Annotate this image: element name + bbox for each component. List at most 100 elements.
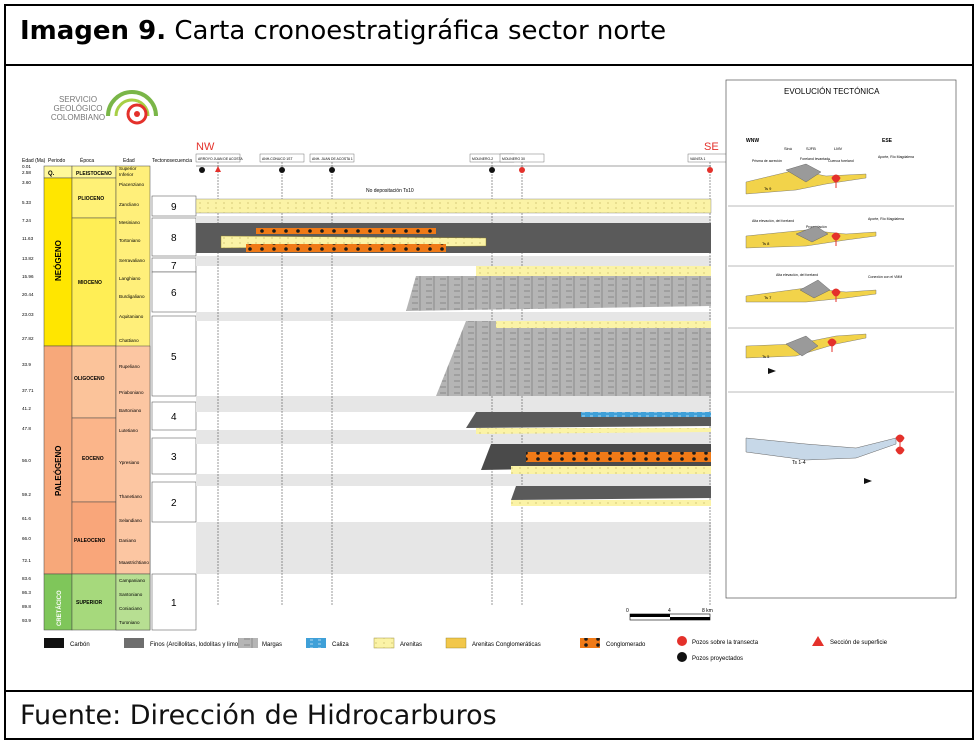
well-marker	[489, 167, 495, 173]
stage-label: Superior	[119, 166, 137, 171]
age-label: 5.33	[22, 200, 31, 205]
scale-mid: 4	[668, 608, 671, 614]
age-label: 23.03	[22, 312, 34, 317]
age-label: 56.0	[22, 458, 31, 463]
well-label: ARROYO JUAN DE ACOSTA	[198, 157, 243, 161]
figure-table: Imagen 9. Carta cronoestratigráfica sect…	[4, 4, 974, 740]
tectono-label: 8	[171, 233, 177, 244]
stage-label: Turoniano	[119, 620, 140, 625]
nw-label: NW	[196, 141, 215, 153]
p1-label-0: Prisma de acreción	[752, 159, 782, 163]
lithology-bodies	[195, 198, 712, 506]
figure-source: Fuente: Dirección de Hidrocarburos	[20, 700, 497, 731]
stage-column	[115, 165, 151, 631]
age-label: 2.58	[22, 170, 31, 175]
band	[196, 522, 711, 574]
ts7-label: Ts 7	[764, 295, 772, 300]
tectono-label: 6	[171, 288, 177, 299]
age-label: 72.1	[22, 558, 31, 563]
age-label: 41.2	[22, 406, 31, 411]
age-label: 7.24	[22, 218, 31, 223]
age-label: 89.8	[22, 604, 31, 609]
scale-end: 8 km	[702, 608, 713, 614]
band	[196, 312, 711, 321]
p1-label-1: Foreland levantado	[800, 157, 830, 161]
ts8-label: Ts 8	[762, 241, 770, 246]
p1-label-3: Aporte, Río Magdalena	[878, 155, 914, 159]
age-label: 93.9	[22, 618, 31, 623]
period-q: Q.	[48, 171, 55, 177]
se-label: SE	[704, 141, 719, 153]
period-cretacico: CRETÁCICO	[56, 590, 63, 626]
tectono-label: 4	[171, 412, 177, 423]
period-column: Q. NEÓGENO PALEÓGENO CRETÁCICO	[43, 165, 73, 631]
epoch-superior: SUPERIOR	[76, 600, 103, 606]
band	[196, 396, 711, 412]
legend-limestone: Caliza	[332, 642, 349, 648]
well-label: ANH-CONUCO 1ST	[262, 157, 293, 161]
tectono-box	[151, 481, 197, 523]
tectonic-title: EVOLUCIÓN TECTÓNICA	[784, 87, 880, 96]
stage-label: Thanetiano	[119, 494, 142, 499]
wnw-label: WNW	[746, 138, 759, 144]
chronostratigraphic-chart: SERVICIO GEOLÓGICO COLOMBIANO Edad (Ma) …	[20, 79, 960, 672]
col-epoch: Época	[80, 157, 94, 164]
tectono-box	[151, 573, 197, 631]
figure-title: Imagen 9. Carta cronoestratigráfica sect…	[20, 16, 667, 46]
stage-label: Daniano	[119, 538, 137, 543]
age-label: 13.82	[22, 256, 34, 261]
stage-label: Piacenziano	[119, 182, 144, 187]
age-label: 86.3	[22, 590, 31, 595]
col-age: Edad (Ma)	[22, 158, 46, 164]
fines-swatch	[124, 638, 144, 648]
stage-label: Ypresiano	[119, 460, 140, 465]
legend-marl: Margas	[262, 642, 282, 648]
spiral-logo-icon	[106, 90, 158, 125]
period-neogeno: NEÓGENO	[54, 240, 63, 281]
well-marker	[279, 167, 285, 173]
age-labels: 0.012.583.605.337.2411.6313.8215.9620.44…	[22, 164, 34, 623]
stage-labels: SuperiorInferiorPiacenzianoZanclianoMesi…	[119, 166, 149, 625]
stage-label: Priaboniano	[119, 390, 144, 395]
p2-label-2: Aporte, Río Magdalena	[868, 217, 904, 221]
tectono-box	[151, 271, 197, 313]
conglomeratic-sandstone-swatch	[445, 637, 467, 649]
legend-coal: Carbón	[70, 642, 90, 648]
stage-label: Mesiniano	[119, 220, 140, 225]
logo-line-2: GEOLÓGICO	[54, 104, 103, 113]
epoch-oligoceno: OLIGOCENO	[74, 376, 105, 382]
band	[196, 216, 711, 223]
legend-surface: Sección de superficie	[830, 640, 888, 646]
ts5-label: Ts 5	[762, 354, 770, 359]
tectono-box	[151, 401, 197, 431]
legend-wells-projected: Pozos proyectados	[692, 656, 743, 662]
stage-label: Rupeliano	[119, 364, 140, 369]
epoch-paleoceno: PALEOCENO	[74, 538, 105, 544]
red-triangle-icon	[812, 636, 824, 646]
stage-label: Langhiano	[119, 276, 141, 281]
marl-swatch	[238, 638, 258, 648]
epoch-eoceno: EOCENO	[82, 456, 104, 462]
col-tectono: Tectonosecuencia	[152, 158, 192, 164]
age-label: 37.71	[22, 388, 34, 393]
well-label: MOLINERO-2	[472, 157, 493, 161]
legend-conglomerate: Conglomerado	[606, 642, 646, 648]
age-label: 59.2	[22, 492, 31, 497]
age-label: 27.82	[22, 336, 34, 341]
ese-label: ESE	[882, 138, 893, 144]
sgc-logo: SERVICIO GEOLÓGICO COLOMBIANO	[51, 90, 158, 125]
col-period: Periodo	[48, 158, 65, 164]
logo-line-1: SERVICIO	[59, 95, 97, 104]
source-row: Fuente: Dirección de Hidrocarburos	[6, 692, 972, 738]
sandstone-swatch	[373, 637, 395, 649]
age-label: 61.6	[22, 516, 31, 521]
band	[196, 430, 711, 444]
tectono-box	[151, 217, 197, 257]
stage-label: Lutetiano	[119, 428, 138, 433]
period-paleogeno: PALEÓGENO	[54, 445, 63, 496]
band	[196, 256, 711, 266]
sjfb-label: SJFB	[806, 146, 816, 151]
coal-swatch	[44, 638, 64, 648]
legend-fines: Finos (Arcillolitas, lodolitas y limolit…	[150, 642, 251, 648]
tectono-label: 7	[171, 261, 177, 272]
